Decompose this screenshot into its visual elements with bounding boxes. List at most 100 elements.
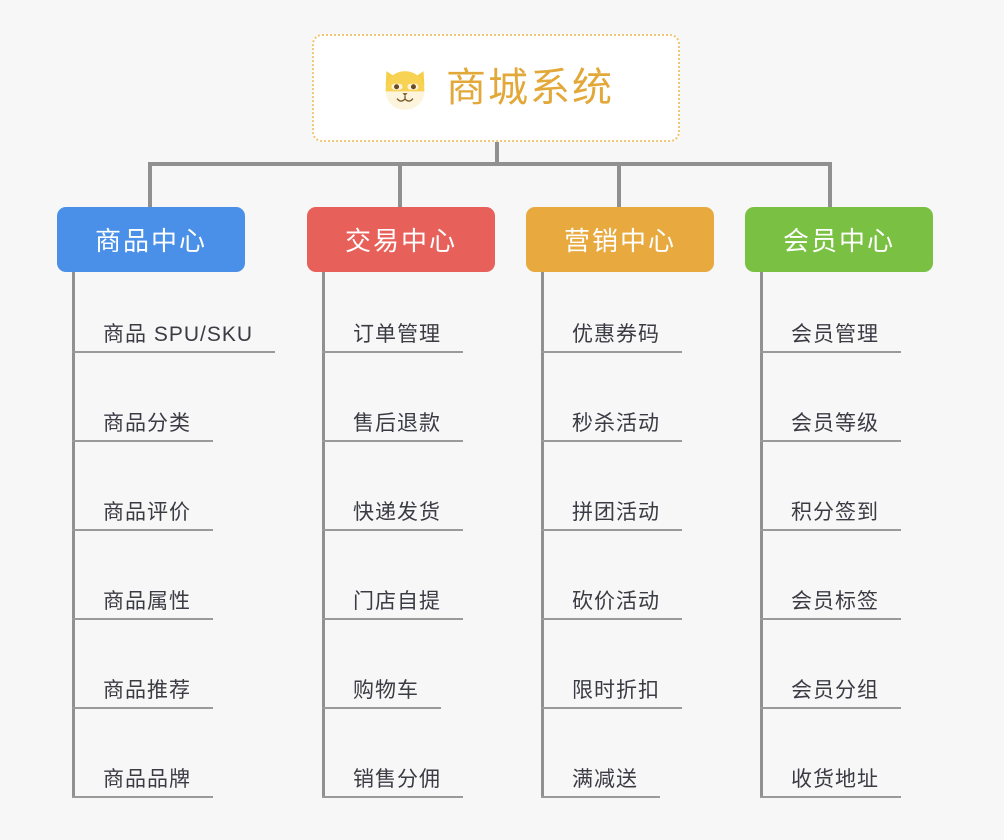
- leaf-item[interactable]: 商品属性: [57, 539, 245, 628]
- leaf-underline: [760, 707, 901, 709]
- leaf-underline: [322, 440, 463, 442]
- leaf-underline: [72, 529, 213, 531]
- leaf-underline: [541, 351, 682, 353]
- leaf-underline: [760, 351, 901, 353]
- leaf-label: 会员分组: [791, 679, 879, 702]
- leaf-label: 秒杀活动: [572, 412, 660, 435]
- leaf-trunk-4: [760, 272, 763, 798]
- leaf-item[interactable]: 会员等级: [745, 361, 933, 450]
- leaf-underline: [322, 351, 463, 353]
- leaf-underline: [322, 796, 463, 798]
- leaf-underline: [541, 618, 682, 620]
- shiba-dog-face-icon: [378, 61, 432, 115]
- leaf-item[interactable]: 秒杀活动: [526, 361, 714, 450]
- leaf-label: 售后退款: [353, 412, 441, 435]
- leaf-underline: [72, 440, 213, 442]
- connector-stem: [495, 142, 499, 166]
- leaf-item[interactable]: 收货地址: [745, 717, 933, 806]
- leaf-label: 会员标签: [791, 590, 879, 613]
- leaf-item[interactable]: 商品评价: [57, 450, 245, 539]
- connector-horizontal-bar: [148, 162, 832, 166]
- branch-column-3: 营销中心 优惠券码 秒杀活动 拼团活动 砍价活动 限时折扣: [526, 207, 714, 806]
- connector-drop-4: [828, 162, 832, 208]
- leaf-list-3: 优惠券码 秒杀活动 拼团活动 砍价活动 限时折扣 满减送: [526, 272, 714, 806]
- leaf-label: 会员等级: [791, 412, 879, 435]
- connector-drop-1: [148, 162, 152, 208]
- leaf-item[interactable]: 销售分佣: [307, 717, 495, 806]
- leaf-label: 快递发货: [353, 501, 441, 524]
- leaf-item[interactable]: 快递发货: [307, 450, 495, 539]
- branch-header-label-2: 交易中心: [344, 226, 457, 256]
- branch-header-label-3: 营销中心: [563, 226, 676, 256]
- leaf-list-4: 会员管理 会员等级 积分签到 会员标签 会员分组 收货地址: [745, 272, 933, 806]
- leaf-label: 拼团活动: [572, 501, 660, 524]
- leaf-underline: [322, 529, 463, 531]
- leaf-item[interactable]: 订单管理: [307, 272, 495, 361]
- leaf-label: 商品评价: [103, 501, 191, 524]
- leaf-label: 限时折扣: [572, 679, 660, 702]
- leaf-underline: [541, 440, 682, 442]
- leaf-label: 会员管理: [791, 323, 879, 346]
- branch-column-2: 交易中心 订单管理 售后退款 快递发货 门店自提 购物车: [307, 207, 495, 806]
- leaf-item[interactable]: 拼团活动: [526, 450, 714, 539]
- leaf-underline: [760, 529, 901, 531]
- leaf-item[interactable]: 优惠券码: [526, 272, 714, 361]
- root-title: 商城系统: [446, 66, 614, 110]
- leaf-underline: [72, 796, 213, 798]
- leaf-label: 商品推荐: [103, 679, 191, 702]
- leaf-list-1: 商品 SPU/SKU 商品分类 商品评价 商品属性 商品推荐 商品品牌: [57, 272, 275, 806]
- leaf-label: 满减送: [572, 768, 638, 791]
- branch-header-3[interactable]: 营销中心: [526, 207, 714, 272]
- leaf-underline: [72, 707, 213, 709]
- leaf-label: 积分签到: [791, 501, 879, 524]
- branch-header-label-1: 商品中心: [94, 226, 207, 256]
- leaf-item[interactable]: 商品品牌: [57, 717, 245, 806]
- branch-column-1: 商品中心 商品 SPU/SKU 商品分类 商品评价 商品属性 商品推荐: [57, 207, 275, 806]
- leaf-underline: [322, 618, 463, 620]
- leaf-item[interactable]: 会员管理: [745, 272, 933, 361]
- leaf-label: 收货地址: [791, 768, 879, 791]
- leaf-underline: [541, 707, 682, 709]
- leaf-item[interactable]: 售后退款: [307, 361, 495, 450]
- leaf-item[interactable]: 满减送: [526, 717, 714, 806]
- leaf-label: 商品分类: [103, 412, 191, 435]
- branch-header-4[interactable]: 会员中心: [745, 207, 933, 272]
- leaf-item[interactable]: 限时折扣: [526, 628, 714, 717]
- leaf-underline: [760, 618, 901, 620]
- leaf-label: 销售分佣: [353, 768, 441, 791]
- leaf-underline: [760, 796, 901, 798]
- leaf-item[interactable]: 积分签到: [745, 450, 933, 539]
- leaf-list-2: 订单管理 售后退款 快递发货 门店自提 购物车 销售分佣: [307, 272, 495, 806]
- leaf-trunk-3: [541, 272, 544, 798]
- leaf-underline: [72, 351, 275, 353]
- leaf-label: 门店自提: [353, 590, 441, 613]
- leaf-item[interactable]: 购物车: [307, 628, 495, 717]
- branch-header-label-4: 会员中心: [782, 226, 895, 256]
- connector-drop-2: [398, 162, 402, 208]
- leaf-item[interactable]: 砍价活动: [526, 539, 714, 628]
- leaf-underline: [760, 440, 901, 442]
- connector-drop-3: [617, 162, 621, 208]
- leaf-label: 砍价活动: [572, 590, 660, 613]
- leaf-label: 优惠券码: [572, 323, 660, 346]
- leaf-label: 订单管理: [353, 323, 441, 346]
- branch-column-4: 会员中心 会员管理 会员等级 积分签到 会员标签 会员分组: [745, 207, 933, 806]
- root-node[interactable]: 商城系统: [312, 34, 680, 142]
- branch-header-1[interactable]: 商品中心: [57, 207, 245, 272]
- leaf-item[interactable]: 会员标签: [745, 539, 933, 628]
- leaf-trunk-2: [322, 272, 325, 798]
- leaf-item[interactable]: 商品推荐: [57, 628, 245, 717]
- branch-header-2[interactable]: 交易中心: [307, 207, 495, 272]
- leaf-underline: [541, 796, 660, 798]
- leaf-label: 商品属性: [103, 590, 191, 613]
- leaf-item[interactable]: 门店自提: [307, 539, 495, 628]
- leaf-underline: [541, 529, 682, 531]
- leaf-item[interactable]: 商品分类: [57, 361, 245, 450]
- leaf-item[interactable]: 商品 SPU/SKU: [57, 272, 275, 361]
- leaf-label: 购物车: [353, 679, 419, 702]
- leaf-underline: [72, 618, 213, 620]
- leaf-item[interactable]: 会员分组: [745, 628, 933, 717]
- leaf-label: 商品 SPU/SKU: [103, 323, 254, 346]
- leaf-underline: [322, 707, 441, 709]
